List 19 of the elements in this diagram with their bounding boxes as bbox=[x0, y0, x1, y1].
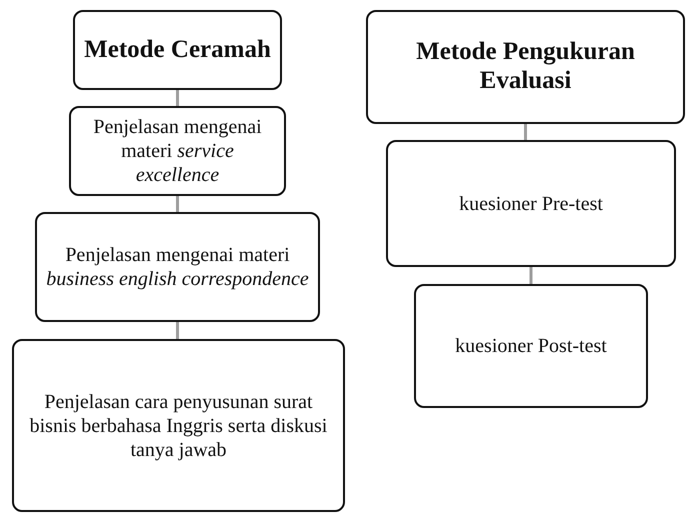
heading-box bbox=[73, 10, 282, 90]
connector-line bbox=[176, 196, 179, 212]
process-box bbox=[386, 140, 676, 267]
box-text: Penjelasan mengenai materi business english correspondence bbox=[45, 243, 310, 291]
box-text: Penjelasan cara penyusunan surat bisnis berbahasa Inggris serta diskusi tanya jawab bbox=[28, 390, 328, 462]
process-box bbox=[69, 106, 286, 196]
box-text: kuesioner Post-test bbox=[455, 334, 607, 358]
heading-text: Metode Ceramah bbox=[84, 36, 271, 64]
connector-line bbox=[530, 267, 532, 284]
box-text: Penjelasan mengenai materi service excellence bbox=[92, 115, 263, 187]
process-box bbox=[414, 284, 648, 408]
heading-box bbox=[366, 10, 685, 124]
connector-line bbox=[176, 90, 179, 106]
box-text: kuesioner Pre-test bbox=[459, 192, 603, 216]
connector-line bbox=[524, 124, 527, 140]
process-box bbox=[12, 339, 345, 512]
heading-text: Metode Pengukuran Evaluasi bbox=[415, 38, 636, 96]
connector-line bbox=[176, 322, 179, 339]
process-box bbox=[35, 212, 320, 322]
